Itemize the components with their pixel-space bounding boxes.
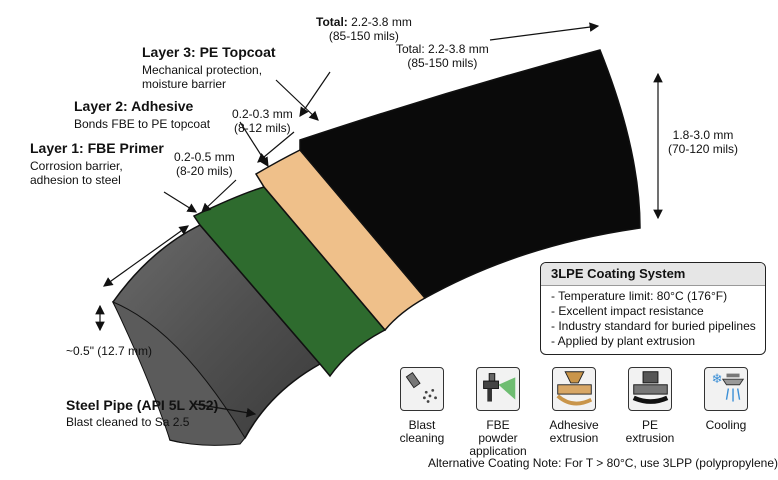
fbe-width-arrow [103, 225, 189, 287]
layer1-leader [163, 191, 198, 213]
step-label-2: extrusion [549, 431, 599, 445]
layer2-desc-1: Bonds FBE to PE topcoat [74, 117, 211, 131]
system-box-list: - Temperature limit: 80°C (176°F) - Exce… [541, 289, 765, 349]
step-label-1: FBE powder [478, 418, 518, 445]
step-label-1: Adhesive [549, 418, 599, 432]
spray-gun-icon [476, 367, 520, 411]
pe-topcoat-layer [299, 49, 641, 299]
system-box-item: - Excellent impact resistance [551, 304, 704, 318]
system-box-item: - Applied by plant extrusion [551, 334, 696, 348]
step-label-2: application [469, 444, 527, 458]
process-step-fbe: FBE powder application [466, 367, 530, 458]
process-step-adhesive: Adhesive extrusion [542, 367, 606, 445]
total-label-bold: Total: [316, 15, 348, 29]
pe-extruder-icon [628, 367, 672, 411]
layer3-desc-2: moisture barrier [142, 77, 227, 91]
total-label-secondary: Total: 2.2-3.8 mm [396, 42, 489, 56]
step-label-1: PE extrusion [625, 418, 675, 445]
layer1-desc-2: adhesion to steel [30, 173, 121, 187]
total-mils: (85-150 mils) [328, 29, 399, 43]
step-label-1: Cooling [705, 418, 747, 432]
layer3-dim: 0.2-0.3 mm [232, 107, 293, 121]
step-label-1: Blast [408, 418, 436, 432]
steel-desc: Blast cleaned to Sa 2.5 [66, 415, 190, 429]
svg-text:❄: ❄ [711, 372, 722, 387]
process-step-blast: Blast cleaning [390, 367, 454, 445]
adhesive-extruder-icon [552, 367, 596, 411]
layer2-dim-mils: (8-20 mils) [176, 164, 233, 178]
steel-title: Steel Pipe (API 5L X52) [66, 397, 219, 413]
layer2-leader [239, 121, 269, 168]
steel-pipe-front-face [111, 301, 246, 446]
system-box-title: 3LPE Coating System [541, 263, 765, 286]
step-label-2: cleaning [399, 431, 445, 445]
layer2-dim-arrow [201, 179, 237, 213]
system-info-box: 3LPE Coating System - Temperature limit:… [540, 262, 766, 355]
total-thickness-arrow-2 [299, 71, 331, 117]
layer3-dim-mils: (8-12 mils) [234, 121, 291, 135]
layer2-dim: 0.2-0.5 mm [174, 150, 235, 164]
layer2-title: Layer 2: Adhesive [74, 98, 194, 114]
total-value: 2.2-3.8 mm [351, 15, 412, 29]
alternative-coating-note: Alternative Coating Note: For T > 80°C, … [428, 456, 778, 470]
total-mils-secondary: (85-150 mils) [407, 56, 478, 70]
pe-thickness-mils: (70-120 mils) [668, 142, 739, 156]
steel-leader [194, 403, 257, 418]
system-box-item: - Temperature limit: 80°C (176°F) [551, 289, 728, 303]
blast-nozzle-icon [400, 367, 444, 411]
layer3-leader [275, 79, 319, 121]
layer3-title: Layer 3: PE Topcoat [142, 44, 276, 60]
process-step-cooling: ❄ Cooling [694, 367, 758, 432]
layer1-title: Layer 1: FBE Primer [30, 140, 164, 156]
cooling-shower-icon: ❄ [704, 367, 748, 411]
pe-thickness-value: 1.8-3.0 mm [672, 128, 734, 142]
layer1-desc-1: Corrosion barrier, [30, 159, 123, 173]
process-step-pe: PE extrusion [618, 367, 682, 445]
wall-thickness-label: ~0.5" (12.7 mm) [66, 344, 152, 358]
layer3-desc-1: Mechanical protection, [142, 63, 263, 77]
system-box-item: - Industry standard for buried pipelines [551, 319, 756, 333]
total-thickness-arrow [489, 22, 600, 41]
